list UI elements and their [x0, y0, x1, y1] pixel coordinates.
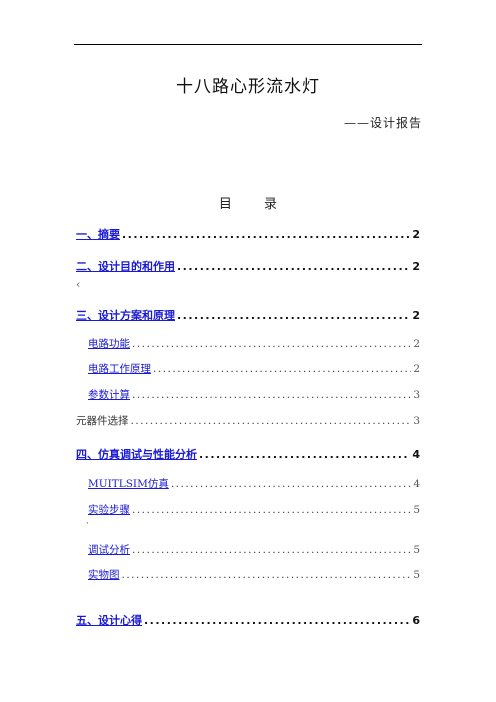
toc-page-number: 6: [412, 614, 420, 627]
toc-leader: ........................................…: [177, 309, 410, 322]
toc-entry-circuit-function[interactable]: 电路功能 ...................................…: [88, 336, 420, 351]
toc-entry-parameter-calc[interactable]: 参数计算 ...................................…: [88, 387, 420, 402]
toc-leader: ........................................…: [132, 389, 411, 401]
toc-leader: ........................................…: [153, 363, 411, 375]
toc-entry-abstract[interactable]: 一、摘要 ...................................…: [76, 226, 420, 242]
toc-leader: ........................................…: [144, 614, 411, 627]
toc-link[interactable]: 二、设计目的和作用: [76, 260, 175, 273]
toc-page-number: 5: [413, 544, 420, 556]
toc-page-number: 2: [412, 228, 420, 241]
toc-entry-design-scheme[interactable]: 三、设计方案和原理 ..............................…: [76, 307, 420, 323]
toc-link[interactable]: 一、摘要: [76, 228, 120, 241]
toc-link[interactable]: 实验步骤: [88, 504, 130, 516]
document-title: 十八路心形流水灯: [176, 77, 320, 97]
toc-page-number: 5: [413, 504, 420, 516]
toc-leader: ........................................…: [132, 544, 411, 556]
toc-heading: 目 录: [218, 197, 292, 212]
toc-page-number: 2: [413, 363, 420, 375]
toc-link[interactable]: 五、设计心得: [76, 614, 142, 627]
toc-entry-purpose[interactable]: 二、设计目的和作用 ..............................…: [76, 258, 420, 274]
toc-page-number: 2: [413, 338, 420, 350]
toc-link[interactable]: 电路工作原理: [88, 363, 151, 375]
toc-page-number: 2: [412, 260, 420, 273]
toc-page-number: 4: [413, 478, 420, 490]
toc-leader: ........................................…: [132, 338, 411, 350]
stray-mark: ·: [86, 519, 89, 529]
document-subtitle: ——设计报告: [343, 116, 422, 130]
toc-link[interactable]: 电路功能: [88, 338, 130, 350]
toc-entry-debug-analysis[interactable]: 调试分析 ...................................…: [88, 542, 420, 557]
toc-page-number: 5: [413, 569, 420, 581]
toc-leader: ........................................…: [177, 260, 410, 273]
toc-entry-experiment-steps[interactable]: 实验步骤 ...................................…: [88, 502, 420, 517]
toc-link[interactable]: MUITLSIM仿真: [88, 478, 169, 490]
toc-leader: ........................................…: [170, 478, 412, 490]
toc-page-number: 3: [413, 415, 420, 427]
toc-link[interactable]: 调试分析: [88, 544, 130, 556]
toc-leader: ........................................…: [199, 448, 410, 461]
stray-mark: ‹: [76, 278, 81, 291]
toc-leader: ........................................…: [121, 569, 412, 581]
toc-link[interactable]: 四、仿真调试与性能分析: [76, 448, 197, 461]
toc-entry-reflections[interactable]: 五、设计心得 .................................…: [76, 612, 420, 628]
toc-entry-simulation[interactable]: 四、仿真调试与性能分析 ............................…: [76, 446, 420, 462]
toc-leader: ........................................…: [132, 504, 411, 516]
toc-link[interactable]: 实物图: [88, 569, 120, 581]
toc-entry-multisim[interactable]: MUITLSIM仿真 .............................…: [88, 476, 420, 491]
toc-page-number: 3: [413, 389, 420, 401]
toc-page-number: 2: [412, 309, 420, 322]
toc-link[interactable]: 参数计算: [88, 389, 130, 401]
toc-page-number: 4: [412, 448, 420, 461]
toc-entry-component-selection: 元器件选择 ..................................…: [76, 413, 420, 428]
toc-label: 元器件选择: [76, 415, 129, 427]
toc-link[interactable]: 三、设计方案和原理: [76, 309, 175, 322]
header-rule: [74, 44, 422, 45]
toc-leader: ........................................…: [130, 415, 412, 427]
toc-leader: ........................................…: [122, 228, 410, 241]
toc-entry-working-principle[interactable]: 电路工作原理 .................................…: [88, 361, 420, 376]
toc-entry-photo[interactable]: 实物图 ....................................…: [88, 567, 420, 582]
